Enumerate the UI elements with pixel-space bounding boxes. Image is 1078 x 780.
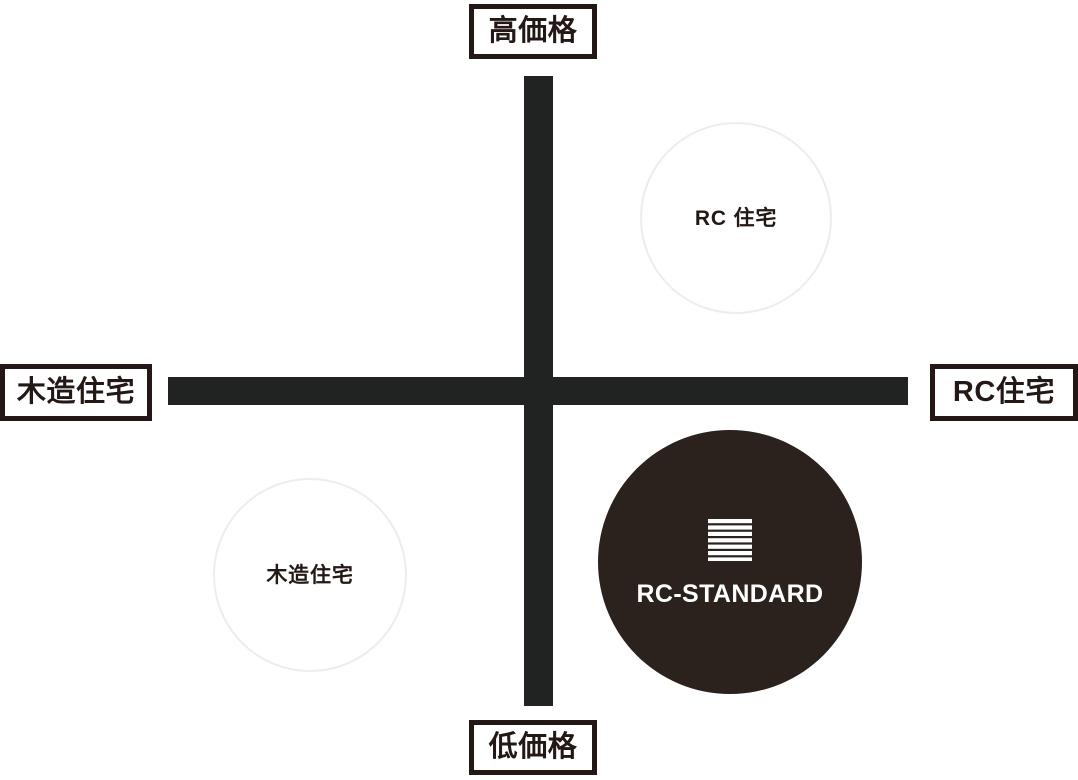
horizontal-axis bbox=[168, 377, 908, 405]
bubble-wooden-house-label: 木造住宅 bbox=[266, 563, 354, 587]
axis-label-wooden-house-text: 木造住宅 bbox=[16, 376, 136, 408]
axis-label-high-price: 高価格 bbox=[469, 4, 597, 59]
bubble-brand-rc-standard: RC-STANDARD bbox=[598, 430, 862, 694]
axis-label-rc-house-text: RC住宅 bbox=[952, 376, 1056, 408]
striped-square-logo-icon bbox=[706, 517, 754, 563]
axis-label-low-price-text: 低価格 bbox=[488, 731, 578, 763]
axis-label-high-price-text: 高価格 bbox=[488, 15, 578, 47]
axis-label-wooden-house: 木造住宅 bbox=[0, 364, 152, 421]
bubble-rc-house-label: RC 住宅 bbox=[694, 206, 778, 230]
bubble-wooden-house: 木造住宅 bbox=[213, 478, 407, 672]
bubble-rc-house: RC 住宅 bbox=[640, 122, 832, 314]
axis-label-rc-house: RC住宅 bbox=[930, 364, 1078, 421]
axis-label-low-price: 低価格 bbox=[469, 720, 597, 775]
bubble-brand-label: RC-STANDARD bbox=[636, 580, 824, 608]
